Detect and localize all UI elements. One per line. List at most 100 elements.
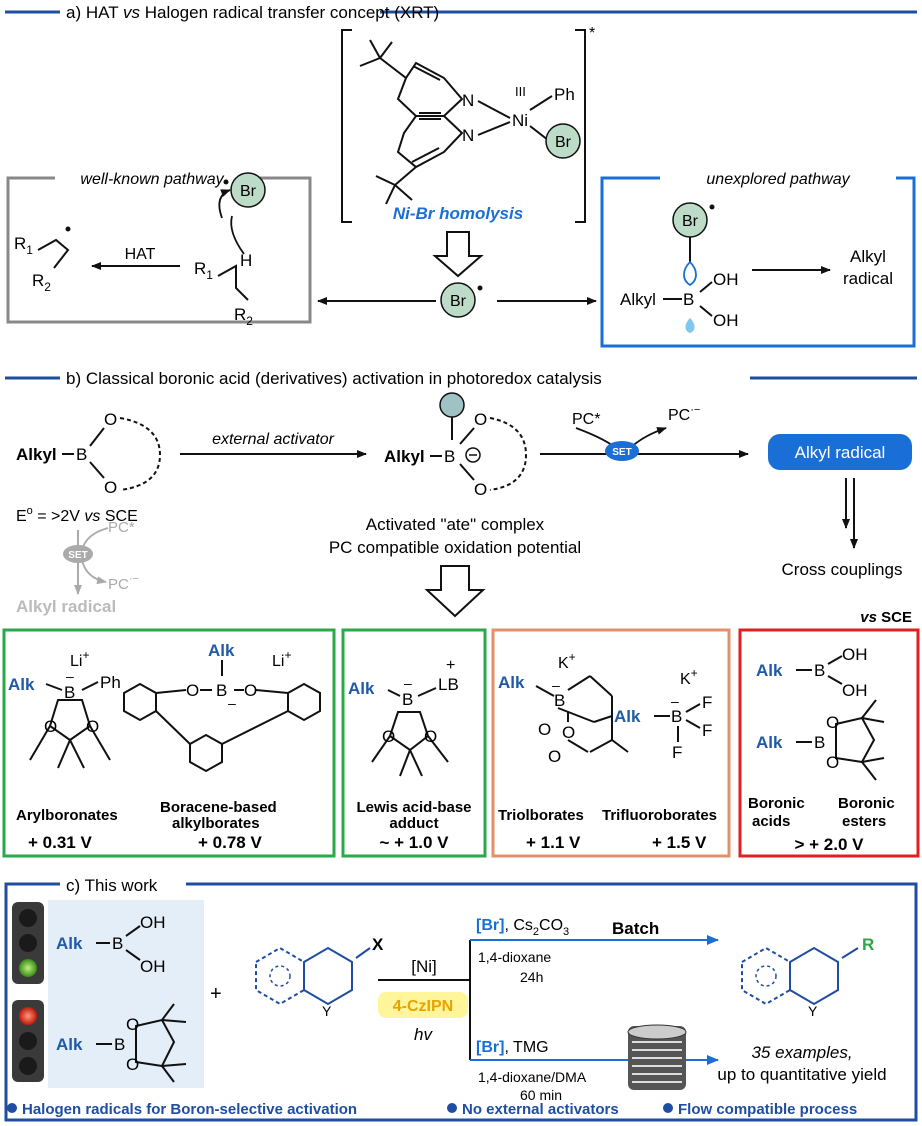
- c-boron-label-1: B: [112, 934, 123, 953]
- ate-o-label-2: O: [474, 480, 487, 499]
- cross-couplings-label: Cross couplings: [782, 560, 903, 579]
- product-skeleton: [37, 238, 70, 269]
- o-label-tri-2: O: [562, 723, 575, 742]
- plus-sign: +: [210, 983, 222, 1005]
- pc-star-gray: PC*: [108, 519, 135, 536]
- dashed-aromatic-ring: [269, 965, 291, 987]
- batch-time: 24h: [520, 969, 543, 985]
- dashed-ring-ate: [489, 417, 528, 491]
- alk-label-5: Alk: [614, 707, 641, 726]
- boracene-o-1: O: [186, 681, 199, 700]
- trifluoroborate-structure: [654, 703, 701, 742]
- ate-o-bond-2: [459, 463, 475, 481]
- boracene-structure: [123, 660, 321, 773]
- alkyl-label-b: Alkyl: [16, 445, 57, 464]
- boron-label-6: B: [814, 661, 825, 680]
- o-label-box1-2: O: [86, 717, 99, 736]
- section-b-header: b) Classical boronic acid (derivatives) …: [66, 369, 602, 388]
- boronic-esters-line1: Boronic: [838, 795, 895, 812]
- external-activator-label: external activator: [212, 431, 335, 448]
- bipyridine-ligand: [359, 39, 553, 205]
- green-box-2: [341, 628, 487, 858]
- boron-label-5: B: [671, 707, 682, 726]
- substrate-r1: R1: [194, 259, 213, 282]
- c-alk-label-1: Alk: [56, 934, 83, 953]
- substrate-skeleton: [217, 264, 249, 301]
- alk-label-6: Alk: [756, 661, 783, 680]
- product-r2: R2: [32, 271, 51, 294]
- k-label-5: K+: [680, 666, 698, 688]
- b-oh-bond-1: [699, 281, 713, 293]
- arylboronate-structure: [29, 681, 111, 769]
- triolborates-potential: + 1.1 V: [526, 833, 581, 852]
- heteroaryl-halide: [255, 946, 371, 1006]
- pc-radical-label: PC·−: [668, 404, 700, 424]
- ni-atom: Ni: [512, 111, 528, 130]
- o-label-box1-1: O: [44, 717, 57, 736]
- product-y-label: Y: [808, 1003, 818, 1019]
- c-boron-label-2: B: [114, 1035, 125, 1054]
- set-label: SET: [612, 447, 631, 458]
- filled-p-orbital: [685, 318, 695, 333]
- o-label-tri-3: O: [548, 747, 561, 766]
- alk-label-7: Alk: [756, 733, 783, 752]
- bracket-right: [575, 29, 586, 223]
- flow-solvent: 1,4-dioxane/DMA: [478, 1069, 587, 1085]
- examples-label: 35 examples,: [751, 1043, 852, 1062]
- empty-p-orbital: [683, 260, 697, 287]
- minus-label-3: –: [404, 675, 412, 691]
- boracene-label-line1: Boracene-based: [160, 799, 277, 816]
- o-label-1: O: [104, 410, 117, 429]
- phenyl-label: Ph: [554, 85, 575, 104]
- product-r1: R1: [14, 234, 33, 257]
- f-label-1: F: [702, 693, 712, 712]
- bullet-3: Flow compatible process: [678, 1101, 857, 1118]
- br-label-xrt: Br: [682, 213, 699, 230]
- open-down-arrow: [432, 231, 484, 278]
- triolborates-label: Triolborates: [498, 807, 584, 824]
- boracene-b: B: [216, 681, 227, 700]
- b-oh-bond-2: [699, 305, 713, 317]
- ni-oxidation-state: III: [515, 84, 526, 99]
- boron-label-4: B: [554, 691, 565, 710]
- gray-pc-out: [81, 559, 107, 585]
- oh-label-1: OH: [713, 270, 739, 289]
- boronic-acids-line2: acids: [752, 813, 790, 830]
- czipn-label: 4-CzIPN: [393, 998, 453, 1015]
- batch-reagents: [Br], Cs2CO3: [476, 917, 569, 938]
- boronic-acid-structure: [796, 655, 843, 685]
- lewis-label-line1: Lewis acid-base: [356, 799, 471, 816]
- boron-label-a: B: [683, 290, 694, 309]
- product-heteroarene: [741, 946, 859, 1006]
- homolysis-label: Ni-Br homolysis: [393, 204, 523, 223]
- batch-label: Batch: [612, 919, 659, 938]
- arylboronates-potential: + 0.31 V: [28, 833, 92, 852]
- set-badge-gray: [63, 545, 93, 563]
- oh-label-6b: OH: [842, 681, 868, 700]
- section-c-header: c) This work: [66, 876, 158, 895]
- boron-label-7: B: [814, 733, 825, 752]
- o-label-7b: O: [826, 753, 839, 772]
- oh-label-2: OH: [713, 311, 739, 330]
- unexplored-box: [600, 176, 916, 348]
- fishhook-arrow-2: [230, 215, 245, 255]
- halide-x-label: X: [372, 935, 384, 954]
- ate-complex-line2: PC compatible oxidation potential: [329, 538, 581, 557]
- alkyl-radical-a-line2: radical: [843, 269, 893, 288]
- unexplored-label: unexplored pathway: [706, 171, 850, 188]
- br-radical-center: [440, 282, 476, 318]
- br-label-ni: Br: [555, 134, 572, 151]
- boronic-potential: > + 2.0 V: [795, 835, 865, 854]
- set-badge: [605, 441, 639, 461]
- alkyl-radical-pill: [768, 434, 912, 470]
- dashed-ring-b: [119, 417, 162, 491]
- bracket-left: [341, 29, 352, 223]
- triolborate-structure: [535, 675, 629, 753]
- hv-label: hv: [414, 1025, 433, 1044]
- b-o-bond-2: [89, 461, 105, 479]
- flow-reactor-icon: [627, 1024, 687, 1090]
- bullet-2: No external activators: [462, 1101, 619, 1118]
- czipn-highlight: [378, 992, 468, 1018]
- b-o-bond-1: [89, 427, 105, 447]
- light-off-2: [19, 934, 37, 952]
